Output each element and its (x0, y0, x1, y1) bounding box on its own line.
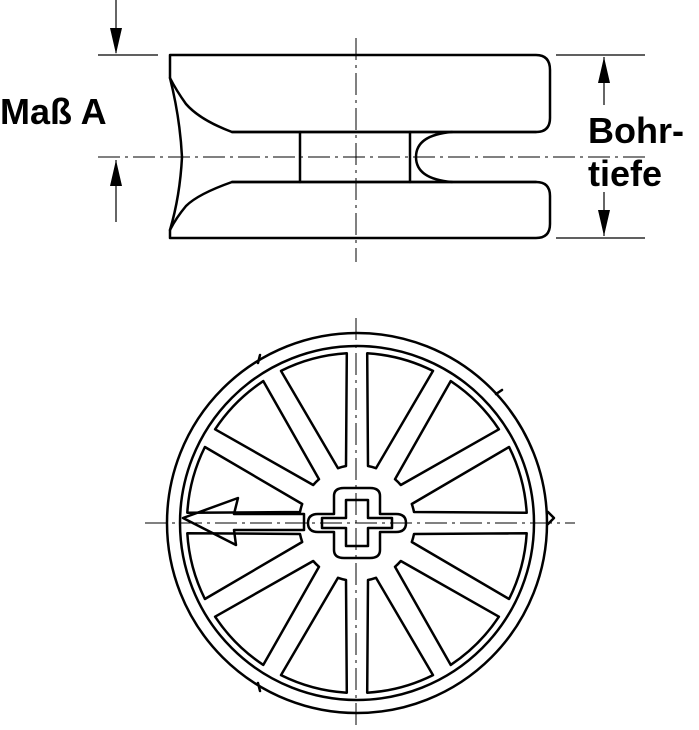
cross-recess (320, 498, 394, 548)
body-left-flank (168, 76, 184, 232)
drill-depth-arrow-top (598, 57, 610, 83)
drill-depth-arrow-bottom (598, 210, 610, 236)
radial-ribs (186, 352, 528, 694)
rib-segment (365, 576, 435, 694)
rim-notch-right (546, 510, 556, 526)
rib-segment (410, 531, 528, 601)
outer-rim (165, 331, 549, 715)
hub-outline (306, 486, 408, 560)
drill-depth-label-line1: Bohr- (588, 110, 684, 151)
connector-body-lower-outline (168, 180, 552, 240)
side-view: Maß A Bohr- tiefe (0, 0, 684, 262)
rib-segment (279, 352, 349, 470)
rib-segment (213, 379, 321, 487)
rim-notch-top-right (494, 388, 504, 396)
connector-body-outline (168, 53, 552, 134)
drill-depth-label-line2: tiefe (588, 153, 662, 194)
rib-segment (186, 531, 304, 601)
neck-end-curve (414, 130, 454, 184)
dim-a-arrow-bottom (110, 160, 122, 186)
rib-segment (410, 445, 528, 515)
inner-rim (178, 344, 536, 702)
dim-a-arrow-top (110, 28, 122, 54)
dimension-a-label: Maß A (0, 91, 107, 132)
rib-segment (213, 559, 321, 667)
rib-segment (279, 576, 349, 694)
front-view (145, 318, 575, 730)
rim-notch-top-left (256, 353, 262, 365)
rib-segment (186, 445, 304, 515)
rim-notch-bottom-left (256, 681, 262, 693)
rib-segment (393, 379, 501, 487)
rib-segment (365, 352, 435, 470)
insertion-arrow-icon (181, 496, 306, 547)
rib-segment (393, 559, 501, 667)
